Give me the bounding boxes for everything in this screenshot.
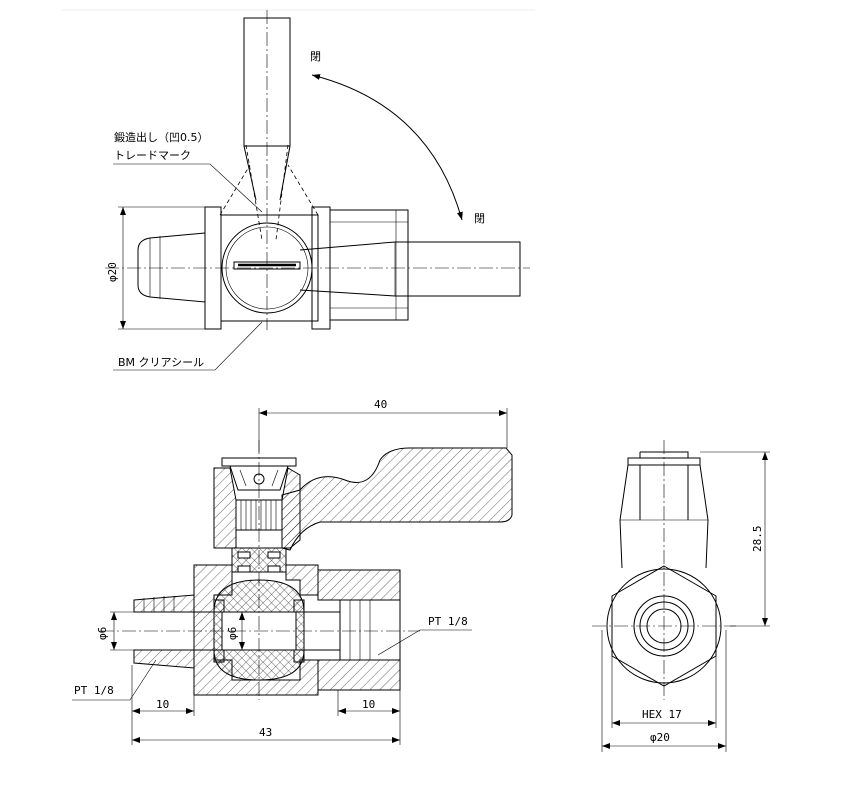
dim-right-thread-10: 10	[362, 698, 375, 711]
label-dia-top: φ20	[106, 262, 119, 282]
label-closed-top: 閉	[310, 50, 321, 63]
top-left-nipple	[137, 232, 206, 303]
side-view	[592, 440, 770, 752]
top-handle-horizontal	[299, 241, 521, 297]
dim-center-phi6: φ6	[226, 627, 239, 640]
dim-left-thread-10: 10	[156, 698, 169, 711]
dim-handle-40: 40	[374, 398, 387, 411]
front-lever	[281, 447, 513, 551]
top-view	[105, 10, 530, 371]
front-view	[72, 408, 513, 745]
label-pt-right: PT 1/8	[428, 615, 468, 628]
dim-side-phi20: φ20	[650, 731, 670, 744]
label-seal: BM クリアシール	[118, 356, 204, 369]
dim-left-phi6: φ6	[96, 627, 109, 640]
dim-total-43: 43	[259, 726, 272, 739]
label-hex-17: HEX 17	[642, 708, 682, 721]
label-closed-right: 閉	[474, 212, 485, 225]
label-forging: 鍛造出し（凹0.5）	[114, 130, 209, 144]
label-pt-left: PT 1/8	[74, 684, 114, 697]
dim-side-height: 28.5	[751, 526, 764, 553]
label-trademark: トレードマーク	[114, 149, 191, 162]
